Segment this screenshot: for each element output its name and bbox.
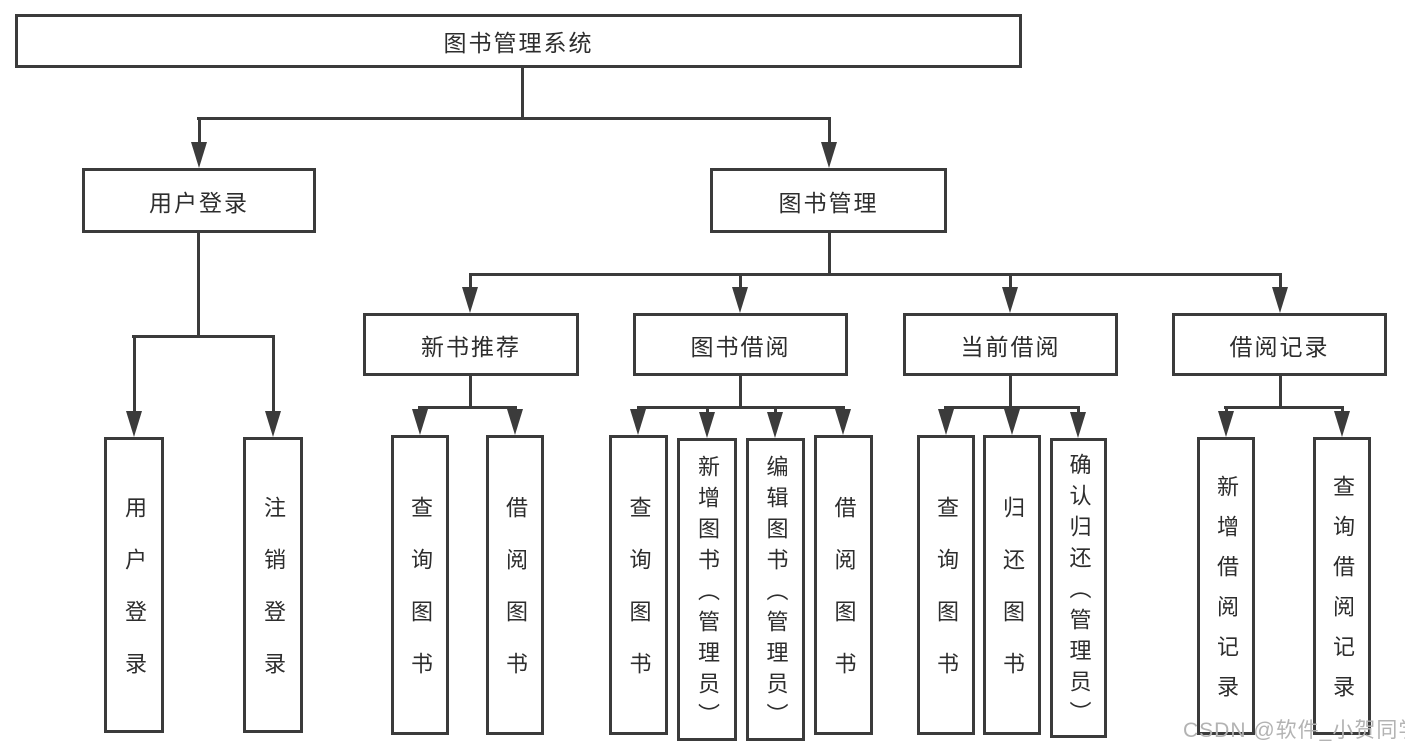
connector-line <box>1225 406 1228 415</box>
node-label: 用户登录 <box>122 496 147 704</box>
leaf-logout: 注销登录 <box>243 437 303 733</box>
node-label: 借阅图书 <box>831 496 857 704</box>
node-label: 查询借阅记录 <box>1330 475 1355 715</box>
arrow-down-icon <box>1334 411 1350 437</box>
arrow-down-icon <box>630 409 646 435</box>
node-label: 新增借阅记录 <box>1214 475 1239 715</box>
leaf-user-login: 用户登录 <box>104 437 164 733</box>
connector-line <box>133 335 136 413</box>
connector-line <box>706 406 709 416</box>
arrow-down-icon <box>732 287 748 313</box>
connector-line <box>418 406 517 409</box>
connector-line <box>198 117 201 145</box>
leaf-edit-book-admin: 编辑图书（管理员） <box>746 438 805 741</box>
arrow-down-icon <box>767 412 783 438</box>
arrow-down-icon <box>126 411 142 437</box>
leaf-borrow-books: 借阅图书 <box>814 435 873 735</box>
arrow-down-icon <box>1218 411 1234 437</box>
connector-line <box>1224 406 1344 409</box>
connector-line <box>272 335 275 413</box>
node-book-management: 图书管理 <box>710 168 947 233</box>
arrow-down-icon <box>191 142 207 168</box>
node-label: 图书管理 <box>778 189 879 216</box>
connector-line <box>1009 273 1012 289</box>
arrow-down-icon <box>1070 412 1086 438</box>
connector-line <box>828 233 831 273</box>
node-label: 当前借阅 <box>960 333 1061 360</box>
connector-line <box>469 273 472 289</box>
leaf-query-borrow-record: 查询借阅记录 <box>1313 437 1371 735</box>
connector-line <box>197 117 831 120</box>
leaf-query-books-recommend: 查询图书 <box>391 435 449 735</box>
connector-line <box>469 376 472 406</box>
arrow-down-icon <box>938 409 954 435</box>
node-label: 注销登录 <box>261 496 286 704</box>
watermark: CSDN @软件_小贺同学 <box>1183 719 1405 742</box>
connector-line <box>739 376 742 406</box>
node-label: 用户登录 <box>149 189 249 216</box>
connector-line <box>774 406 777 416</box>
node-label: 图书借阅 <box>690 333 791 360</box>
node-current-borrowing: 当前借阅 <box>903 313 1118 376</box>
node-label: 借阅图书 <box>503 496 528 704</box>
node-book-borrowing: 图书借阅 <box>633 313 848 376</box>
node-label: 图书管理系统 <box>443 30 594 56</box>
node-library-system: 图书管理系统 <box>15 14 1022 68</box>
connector-line <box>1009 376 1012 406</box>
arrow-down-icon <box>265 411 281 437</box>
connector-line <box>197 232 200 335</box>
node-label: 归还图书 <box>1000 496 1025 704</box>
arrow-down-icon <box>1002 287 1018 313</box>
leaf-add-book-admin: 新增图书（管理员） <box>677 438 737 741</box>
node-label: 编辑图书（管理员） <box>763 454 789 734</box>
node-label: 查询图书 <box>408 496 433 704</box>
node-label: 查询图书 <box>934 496 959 704</box>
arrow-down-icon <box>1004 409 1020 435</box>
leaf-query-books-current: 查询图书 <box>917 435 975 735</box>
node-label: 新增图书（管理员） <box>695 454 720 734</box>
node-borrowing-records: 借阅记录 <box>1172 313 1387 376</box>
node-new-book-recommendation: 新书推荐 <box>363 313 579 376</box>
node-label: 新书推荐 <box>421 333 521 360</box>
connector-line <box>132 335 275 338</box>
leaf-query-books-borrow: 查询图书 <box>609 435 668 735</box>
arrow-down-icon <box>821 142 837 168</box>
node-label: 确认归还（管理员） <box>1066 453 1092 732</box>
connector-line <box>828 117 831 145</box>
connector-line <box>637 406 845 409</box>
arrow-down-icon <box>507 409 523 435</box>
arrow-down-icon <box>1272 287 1288 313</box>
connector-line <box>469 273 1282 276</box>
connector-line <box>1341 406 1344 415</box>
arrow-down-icon <box>412 409 428 435</box>
node-user-login: 用户登录 <box>82 168 316 233</box>
node-label: 借阅记录 <box>1229 333 1330 360</box>
leaf-borrow-books-recommend: 借阅图书 <box>486 435 544 735</box>
leaf-return-books: 归还图书 <box>983 435 1041 735</box>
connector-line <box>1077 406 1080 416</box>
connector-line <box>1279 273 1282 289</box>
arrow-down-icon <box>835 409 851 435</box>
connector-line <box>521 67 524 117</box>
leaf-add-borrow-record: 新增借阅记录 <box>1197 437 1255 735</box>
node-label: 查询图书 <box>626 496 652 704</box>
leaf-confirm-return-admin: 确认归还（管理员） <box>1050 438 1107 738</box>
arrow-down-icon <box>699 412 715 438</box>
connector-line <box>739 273 742 289</box>
arrow-down-icon <box>462 287 478 313</box>
connector-line <box>1279 376 1282 406</box>
